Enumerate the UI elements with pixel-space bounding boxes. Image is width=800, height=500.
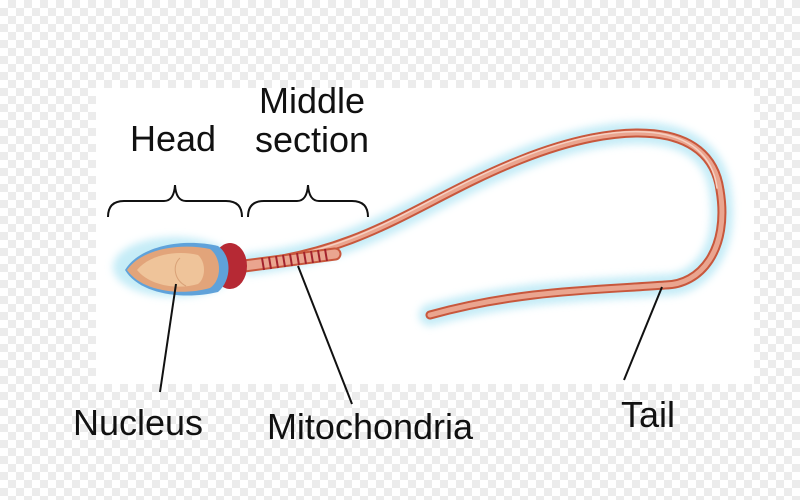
tail-highlight	[254, 130, 718, 263]
mitochondria-leader-line	[297, 265, 353, 405]
nucleus	[137, 252, 204, 287]
middle-section-label: Middle section	[232, 80, 392, 160]
head-bracket	[107, 184, 243, 218]
mitochondria-label: Mitochondria	[266, 406, 474, 447]
head-label: Head	[129, 118, 217, 159]
tail	[245, 128, 727, 320]
middle-piece	[237, 247, 342, 273]
nucleus-leader-line	[159, 283, 177, 393]
nucleus-label: Nucleus	[72, 402, 204, 443]
middle-section-label-line1: Middle	[258, 80, 366, 121]
middle-section-bracket	[247, 184, 369, 218]
mitochondria-stripes	[261, 248, 328, 271]
tail-leader-line	[623, 286, 663, 381]
tail-core	[247, 130, 725, 318]
middle-section-label-line2: section	[254, 118, 370, 160]
head	[125, 242, 229, 296]
tail-label: Tail	[620, 394, 676, 435]
